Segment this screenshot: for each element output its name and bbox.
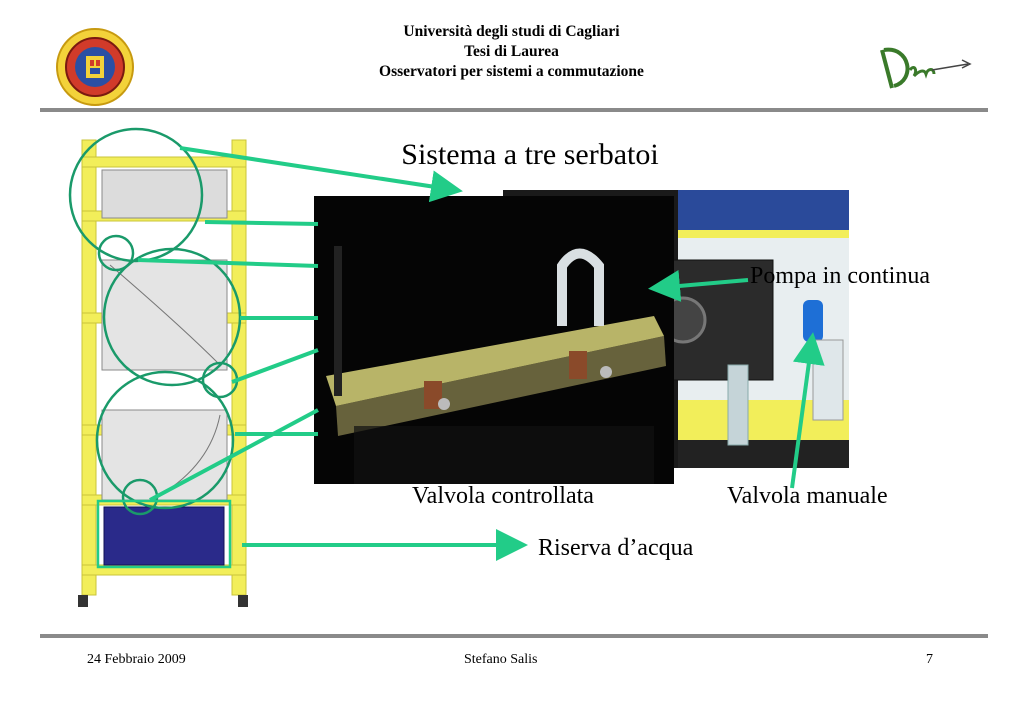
controlled-valve-photo: [314, 196, 674, 484]
label-pump: Pompa in continua: [750, 263, 930, 289]
header-thesis: Tesi di Laurea: [464, 43, 559, 60]
footer-author: Stefano Salis: [464, 652, 538, 667]
footer-page-number: 7: [926, 652, 933, 667]
slide-header: Università degli studi di Cagliari Tesi …: [0, 22, 1023, 82]
three-tank-system-image: [60, 125, 300, 615]
label-controlled-valve: Valvola controllata: [412, 483, 594, 509]
header-divider: [40, 108, 988, 112]
label-reservoir: Riserva d’acqua: [538, 535, 694, 561]
footer-divider: [40, 634, 988, 638]
header-topic: Osservatori per sistemi a commutazione: [379, 63, 644, 80]
university-seal-icon: [56, 28, 134, 106]
footer-date: 24 Febbraio 2009: [87, 652, 186, 667]
diee-logo-icon: [870, 40, 975, 95]
label-manual-valve: Valvola manuale: [727, 483, 888, 509]
header-university: Università degli studi di Cagliari: [403, 23, 620, 40]
slide-title: Sistema a tre serbatoi: [401, 138, 659, 171]
